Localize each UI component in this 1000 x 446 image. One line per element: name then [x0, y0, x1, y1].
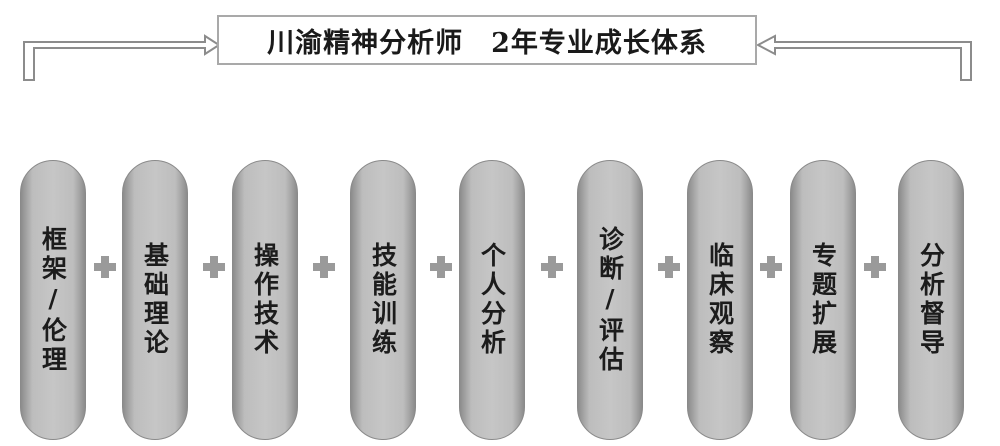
plus-icon	[864, 256, 886, 278]
step-pill-5: 个人分析	[459, 160, 525, 440]
step-pill-2: 基础理论	[122, 160, 188, 440]
step-label-9: 分析督导	[916, 242, 946, 358]
step-pill-6: 诊断/评估	[577, 160, 643, 440]
title-connector-arrows	[23, 34, 972, 81]
plus-icon	[760, 256, 782, 278]
step-pill-9: 分析督导	[898, 160, 964, 440]
step-label-4: 技能训练	[368, 242, 398, 358]
step-label-1: 框架/伦理	[38, 225, 68, 375]
plus-icon	[94, 256, 116, 278]
step-label-7: 临床观察	[705, 242, 735, 358]
step-pill-1: 框架/伦理	[20, 160, 86, 440]
plus-icon	[541, 256, 563, 278]
title-box: 川渝精神分析师 2年专业成长体系	[217, 15, 757, 65]
plus-icon	[430, 256, 452, 278]
left-arrow-icon	[23, 34, 221, 81]
diagram-title: 川渝精神分析师 2年专业成长体系	[267, 27, 707, 59]
step-pill-4: 技能训练	[350, 160, 416, 440]
step-pill-3: 操作技术	[232, 160, 298, 440]
step-pill-8: 专题扩展	[790, 160, 856, 440]
step-label-8: 专题扩展	[808, 242, 838, 358]
plus-icon	[658, 256, 680, 278]
step-label-6: 诊断/评估	[595, 225, 625, 375]
step-label-3: 操作技术	[250, 242, 280, 358]
plus-icon	[203, 256, 225, 278]
step-pill-7: 临床观察	[687, 160, 753, 440]
step-label-2: 基础理论	[140, 242, 170, 358]
plus-icon	[313, 256, 335, 278]
step-label-5: 个人分析	[477, 242, 507, 358]
right-arrow-icon	[755, 34, 972, 81]
